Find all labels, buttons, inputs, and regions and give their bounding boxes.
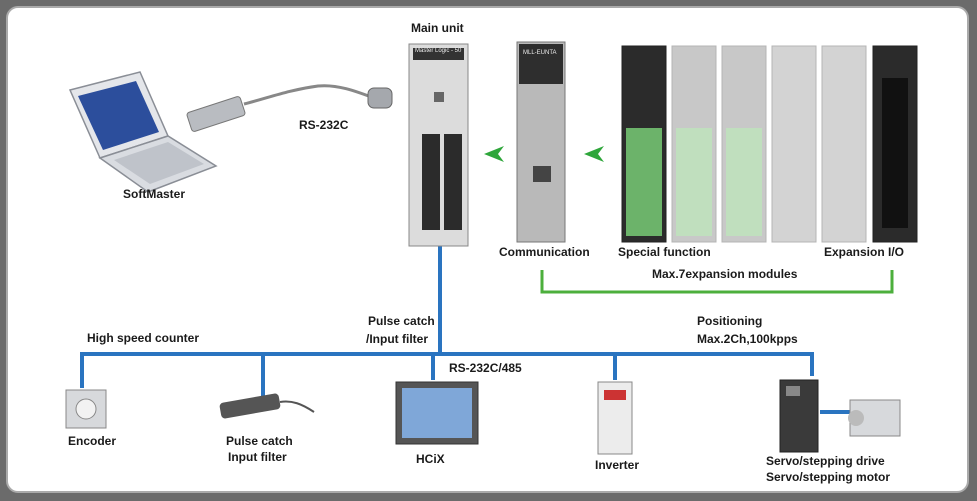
arrow-left-1 (484, 146, 504, 162)
communication-label: Communication (499, 245, 590, 259)
servo-motor-label: Servo/stepping motor (766, 470, 891, 484)
main-unit-label: Main unit (411, 21, 464, 35)
max-modules-label: Max.7expansion modules (652, 267, 798, 281)
special-function-label: Special function (618, 245, 711, 259)
positioning-label-2: Max.2Ch,100kpps (697, 332, 798, 346)
encoder-label: Encoder (68, 434, 117, 448)
expansion-io-label: Expansion I/O (824, 245, 905, 259)
pulse-catch-label-1: Pulse catch (368, 314, 435, 328)
wiring-layer (65, 41, 918, 455)
pulse-catch-device-label-2: Input filter (228, 450, 287, 464)
expansion-io-module-icon (872, 45, 918, 243)
servo-drive-label: Servo/stepping drive (766, 454, 885, 468)
pulse-catch-device-label-1: Pulse catch (226, 434, 293, 448)
inverter-label: Inverter (595, 458, 640, 472)
inverter-icon (597, 381, 633, 455)
arrow-left-2 (584, 146, 604, 162)
system-diagram: Main unit RS-232C SoftMaster Communicati… (6, 6, 969, 493)
laptop-icon (68, 71, 218, 193)
rs232-cable-icon (186, 84, 393, 132)
high-speed-counter-label: High speed counter (87, 331, 200, 345)
special-function-module-icon (621, 45, 667, 243)
encoder-icon (65, 389, 107, 429)
hcix-panel-icon (395, 381, 479, 445)
servo-drive-icon (779, 379, 819, 453)
pulse-catch-label-2: /Input filter (366, 332, 428, 346)
expansion-modules-icon (671, 45, 867, 243)
rs232c-label: RS-232C (299, 118, 349, 132)
softmaster-label: SoftMaster (123, 187, 186, 201)
communication-module-icon (516, 41, 566, 243)
comm-module-model-text: MLL-EUNTA (523, 50, 557, 56)
main-unit-model-text: Master Logic - 50 (415, 48, 462, 54)
hcix-label: HCiX (416, 452, 445, 466)
rs232c-485-label: RS-232C/485 (449, 361, 522, 375)
expansion-bracket (540, 270, 894, 294)
pulse-catch-sensor-icon (219, 393, 315, 419)
servo-motor-icon (848, 399, 901, 437)
positioning-label-1: Positioning (697, 314, 763, 328)
main-unit-icon (408, 43, 469, 247)
